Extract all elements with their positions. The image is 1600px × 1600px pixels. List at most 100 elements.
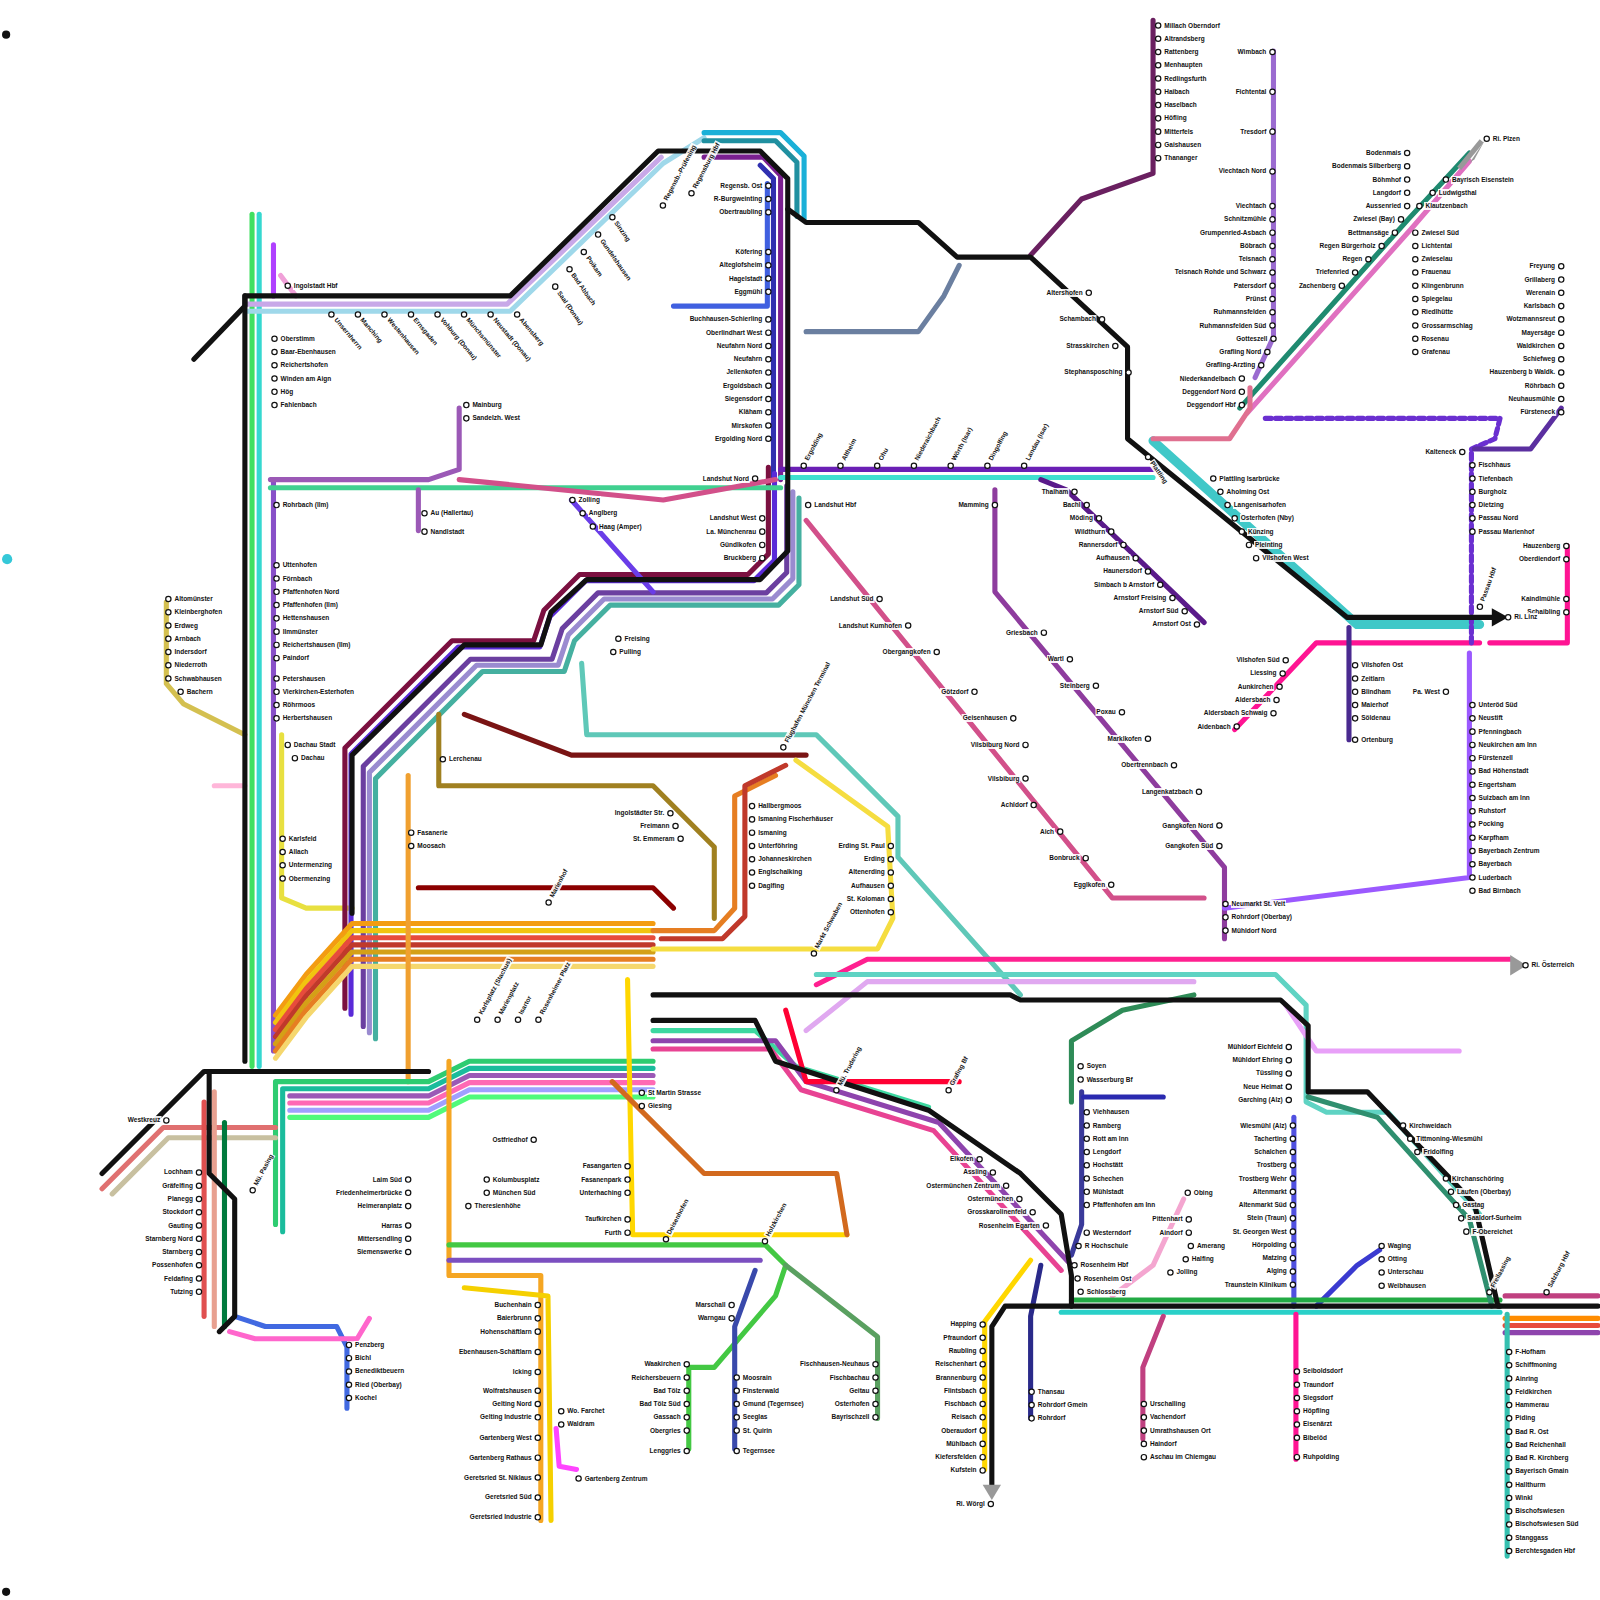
- rail-line: [2, 31, 10, 39]
- station-dot: [1078, 1077, 1083, 1082]
- station-label: Deggendorf Nord: [1181, 388, 1236, 396]
- station-dot: [1413, 243, 1418, 248]
- station-label: Klautzenbach: [1424, 202, 1468, 210]
- station-dot: [766, 263, 771, 268]
- station-label: Vachendorf: [1149, 1413, 1186, 1421]
- station-label: Hög: [280, 388, 295, 396]
- rail-line: [653, 995, 1598, 1306]
- station-label: Wildthurn: [1074, 528, 1106, 536]
- station-dot: [1141, 1441, 1146, 1446]
- station-dot: [625, 1190, 630, 1195]
- station-label: Indersdorf: [173, 648, 207, 656]
- station-dot: [166, 623, 171, 628]
- station-label: Haibach: [1163, 88, 1190, 96]
- station-dot: [1218, 489, 1223, 494]
- station-dot: [766, 343, 771, 348]
- station-label: Erdweg: [173, 622, 198, 630]
- station-label: Pfenningbach: [1478, 728, 1523, 736]
- rail-line: [283, 1068, 653, 1231]
- station-dot: [766, 423, 771, 428]
- station-dot: [1023, 742, 1028, 747]
- station-label: Aldersbach Schwaig: [1203, 709, 1269, 717]
- station-label: Blindham: [1360, 688, 1392, 696]
- station-dot: [888, 896, 893, 901]
- station-dot: [1464, 1229, 1469, 1234]
- rail-line: [612, 1082, 847, 1235]
- station-label: Hettenshausen: [282, 614, 331, 622]
- station-dot: [1470, 769, 1475, 774]
- station-label: Hallbergmoos: [757, 802, 802, 810]
- station-label: Fischhaus: [1478, 461, 1512, 469]
- station-label: Obertraubling: [718, 208, 763, 216]
- station-dot: [985, 463, 990, 468]
- station-dot: [1470, 862, 1475, 867]
- station-dot: [972, 689, 977, 694]
- station-dot: [749, 830, 754, 835]
- station-label: Harras: [380, 1222, 403, 1230]
- station-dot: [535, 1369, 540, 1374]
- station-dot: [1443, 177, 1448, 182]
- station-dot: [1559, 343, 1564, 348]
- station-dot: [888, 843, 893, 848]
- station-dot: [1507, 1363, 1512, 1368]
- station-label: Karpfham: [1478, 834, 1510, 842]
- station-dot: [1448, 1189, 1453, 1194]
- station-label: Winkl: [1514, 1494, 1533, 1502]
- station-dot: [1559, 410, 1564, 415]
- station-label: Ergolding Nord: [714, 435, 763, 443]
- station-label: Kaindlmühle: [1520, 595, 1561, 603]
- station-dot: [1109, 882, 1114, 887]
- rail-line: [459, 480, 775, 500]
- station-label: Redlingsfurth: [1163, 75, 1207, 83]
- station-dot: [1232, 516, 1237, 521]
- station-dot: [1223, 928, 1228, 933]
- station-label: St. Emmeram: [632, 835, 676, 843]
- station-label: Englschalking: [757, 868, 803, 876]
- station-label: Lochham: [163, 1168, 194, 1176]
- station-dot: [888, 883, 893, 888]
- station-dot: [734, 1448, 739, 1453]
- station-label: R-Burgweinting: [713, 195, 763, 203]
- station-dot: [1487, 1290, 1492, 1295]
- station-dot: [766, 357, 771, 362]
- station-label: Klingenbrunn: [1420, 282, 1464, 290]
- station-dot: [980, 1454, 985, 1459]
- station-dot: [1470, 848, 1475, 853]
- station-label: Ingolstädter Str.: [614, 809, 665, 817]
- station-label: Saaldorf-Surheim: [1466, 1214, 1522, 1222]
- station-dot: [980, 1335, 985, 1340]
- station-dot: [1470, 795, 1475, 800]
- station-dot: [409, 843, 414, 848]
- station-dot: [1145, 569, 1150, 574]
- station-dot: [1507, 1535, 1512, 1540]
- station-dot: [250, 1188, 255, 1193]
- rail-line: [786, 1265, 878, 1418]
- station-label: La. Münchenrau: [705, 528, 757, 536]
- station-dot: [1156, 76, 1161, 81]
- station-label: Thalham: [1041, 488, 1070, 496]
- station-dot: [1078, 1289, 1083, 1294]
- station-label: Altenmarkt Süd: [1238, 1201, 1288, 1209]
- rail-line: [112, 1138, 275, 1194]
- station-dot: [684, 1428, 689, 1433]
- station-dot: [1417, 203, 1422, 208]
- station-label: Grosskarolinenfeld: [966, 1208, 1027, 1216]
- station-dot: [980, 1468, 985, 1473]
- station-dot: [766, 383, 771, 388]
- station-dot: [980, 1348, 985, 1353]
- station-dot: [1352, 676, 1357, 681]
- station-dot: [1459, 1216, 1464, 1221]
- station-dot: [663, 1237, 668, 1242]
- station-dot: [1544, 1290, 1549, 1295]
- station-label: Bad R. Kirchberg: [1514, 1454, 1569, 1462]
- station-label: Warngau: [697, 1314, 727, 1322]
- station-label: Passau Marienhof: [1478, 528, 1536, 536]
- station-label: R Hochschule: [1084, 1242, 1129, 1250]
- station-dot: [346, 1369, 351, 1374]
- rail-line: [1291, 1117, 1296, 1306]
- station-dot: [1234, 724, 1239, 729]
- station-label: Gangkofen Nord: [1161, 822, 1214, 830]
- rail-line: [735, 1270, 755, 1449]
- station-label: Bodenmais: [1365, 149, 1402, 157]
- station-dot: [1443, 1176, 1448, 1181]
